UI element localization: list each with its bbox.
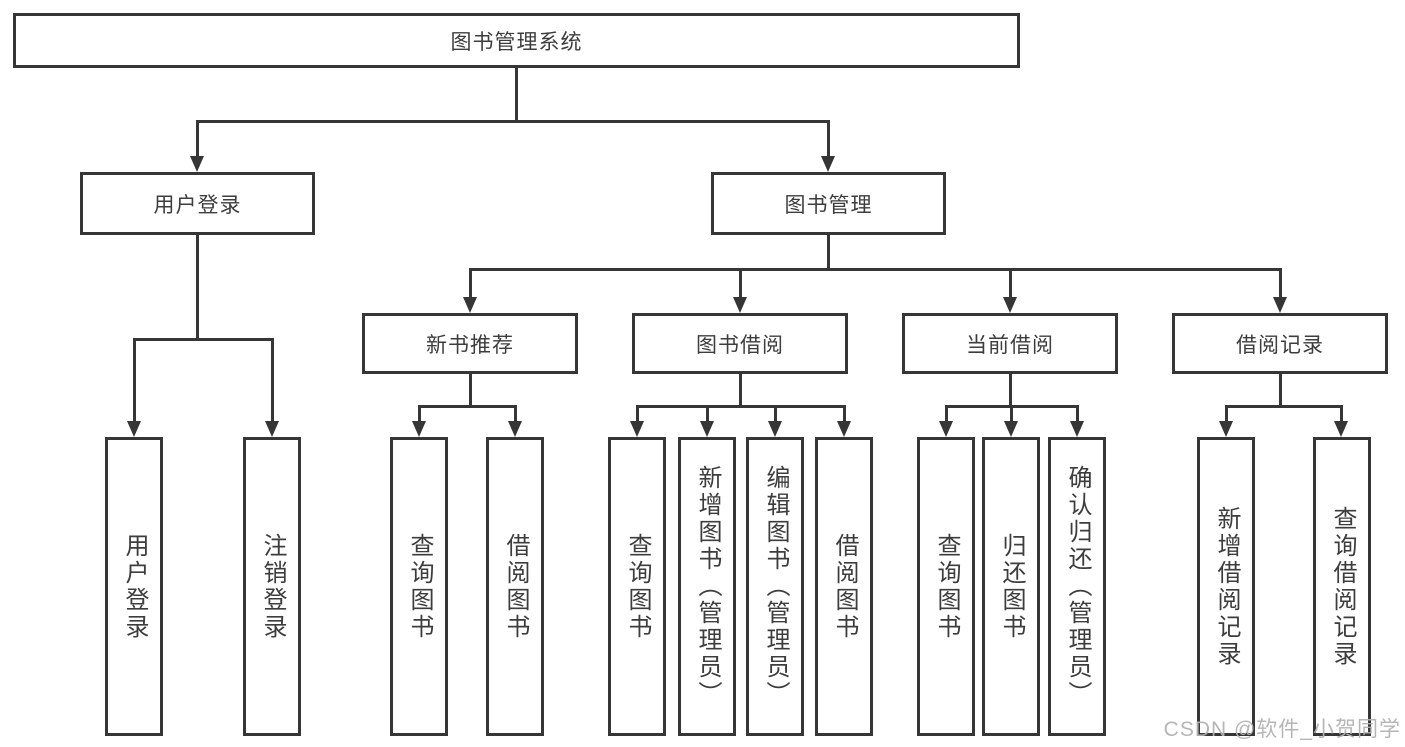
arrow-down-icon: [1219, 421, 1233, 437]
connector-line: [706, 405, 709, 423]
leaf-query-books-2-label: 查询图书: [624, 532, 651, 641]
connector-line: [1076, 405, 1079, 423]
leaf-query-books-1: 查询图书: [390, 437, 448, 736]
leaf-add-books-admin-label: 新增图书（管理员）: [694, 465, 721, 708]
arrow-down-icon: [1334, 421, 1348, 437]
leaf-edit-books-admin: 编辑图书（管理员）: [746, 437, 804, 736]
arrow-down-icon: [1070, 421, 1084, 437]
leaf-return-books-label: 归还图书: [998, 532, 1025, 641]
connector-line: [1225, 405, 1228, 423]
node-borrowing-records: 借阅记录: [1172, 313, 1388, 374]
connector-line: [636, 405, 639, 423]
arrow-down-icon: [1003, 297, 1017, 313]
arrow-down-icon: [630, 421, 644, 437]
connector-line: [515, 68, 518, 120]
connector-line: [469, 374, 472, 407]
connector-line: [196, 235, 199, 340]
leaf-query-books-3: 查询图书: [917, 437, 975, 736]
leaf-borrow-books-2-label: 借阅图书: [831, 532, 858, 641]
arrow-down-icon: [837, 421, 851, 437]
csdn-watermark: CSDN @软件_小贺同学: [1163, 718, 1401, 741]
connector-line: [469, 268, 1282, 271]
node-new-book-recommend: 新书推荐: [362, 313, 578, 374]
leaf-confirm-return-admin-label: 确认归还（管理员）: [1064, 465, 1091, 708]
node-book-borrowing: 图书借阅: [632, 313, 848, 374]
connector-line: [945, 405, 948, 423]
connector-line: [514, 405, 517, 423]
connector-line: [1340, 405, 1343, 423]
leaf-query-borrow-record: 查询借阅记录: [1313, 437, 1371, 736]
arrow-down-icon: [190, 156, 204, 172]
connector-line: [827, 120, 830, 160]
arrow-down-icon: [508, 421, 522, 437]
node-book-borrowing-label: 图书借阅: [696, 333, 784, 357]
node-new-book-recommend-label: 新书推荐: [426, 333, 514, 357]
connector-line: [1010, 405, 1013, 423]
connector-line: [636, 405, 846, 408]
arrow-down-icon: [412, 421, 426, 437]
connector-line: [469, 268, 472, 300]
leaf-query-books-1-label: 查询图书: [406, 532, 433, 641]
connector-line: [196, 120, 830, 123]
node-user-login: 用户登录: [80, 172, 315, 235]
connector-line: [739, 374, 742, 407]
leaf-add-borrow-record-label: 新增借阅记录: [1213, 505, 1240, 668]
connector-line: [418, 405, 421, 423]
leaf-return-books: 归还图书: [982, 437, 1040, 736]
leaf-query-books-2: 查询图书: [608, 437, 666, 736]
connector-line: [133, 338, 274, 341]
node-root-label: 图书管理系统: [450, 30, 583, 54]
arrow-down-icon: [821, 156, 835, 172]
leaf-add-books-admin: 新增图书（管理员）: [678, 437, 736, 736]
node-current-borrowing: 当前借阅: [902, 313, 1118, 374]
connector-line: [1009, 268, 1012, 300]
arrow-down-icon: [265, 421, 279, 437]
connector-line: [1009, 374, 1012, 407]
arrow-down-icon: [700, 421, 714, 437]
leaf-borrow-books-1: 借阅图书: [486, 437, 544, 736]
connector-line: [1279, 268, 1282, 300]
arrow-down-icon: [733, 297, 747, 313]
node-root: 图书管理系统: [13, 13, 1020, 68]
leaf-edit-books-admin-label: 编辑图书（管理员）: [762, 465, 789, 708]
leaf-add-borrow-record: 新增借阅记录: [1197, 437, 1255, 736]
leaf-query-borrow-record-label: 查询借阅记录: [1329, 505, 1356, 668]
arrow-down-icon: [463, 297, 477, 313]
connector-line: [418, 405, 517, 408]
arrow-down-icon: [939, 421, 953, 437]
connector-line: [1279, 374, 1282, 407]
leaf-user-login-label: 用户登录: [121, 532, 148, 641]
leaf-confirm-return-admin: 确认归还（管理员）: [1048, 437, 1106, 736]
connector-line: [843, 405, 846, 423]
connector-line: [133, 338, 136, 424]
leaf-query-books-3-label: 查询图书: [933, 532, 960, 641]
connector-line: [774, 405, 777, 423]
arrow-down-icon: [1004, 421, 1018, 437]
node-borrowing-records-label: 借阅记录: [1236, 333, 1324, 357]
arrow-down-icon: [1273, 297, 1287, 313]
connector-line: [739, 268, 742, 300]
arrow-down-icon: [127, 421, 141, 437]
node-current-borrowing-label: 当前借阅: [966, 333, 1054, 357]
leaf-borrow-books-2: 借阅图书: [815, 437, 873, 736]
leaf-logout-label: 注销登录: [259, 532, 286, 641]
leaf-logout: 注销登录: [243, 437, 301, 736]
leaf-borrow-books-1-label: 借阅图书: [502, 532, 529, 641]
node-book-management-label: 图书管理: [784, 193, 873, 217]
connector-line: [827, 235, 830, 271]
connector-line: [1225, 405, 1343, 408]
node-user-login-label: 用户登录: [153, 193, 242, 217]
leaf-user-login: 用户登录: [105, 437, 163, 736]
connector-line: [271, 338, 274, 424]
arrow-down-icon: [768, 421, 782, 437]
node-book-management: 图书管理: [711, 172, 946, 235]
connector-line: [196, 120, 199, 160]
